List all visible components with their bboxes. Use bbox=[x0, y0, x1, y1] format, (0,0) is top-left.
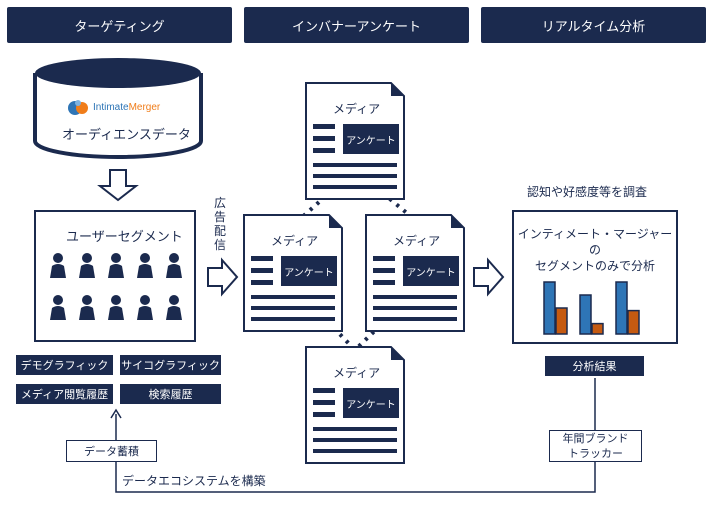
analysis-caption: 認知や好感度等を調査 bbox=[527, 185, 648, 199]
header-realtime-analysis: リアルタイム分析 bbox=[481, 7, 706, 43]
bar-blue-3 bbox=[615, 281, 628, 335]
person-icon bbox=[108, 253, 124, 278]
media-title: メディア bbox=[271, 234, 319, 248]
bar-blue-1 bbox=[543, 281, 556, 335]
header-targeting: ターゲティング bbox=[7, 7, 232, 43]
database-cylinder bbox=[33, 58, 203, 159]
audience-data-label: オーディエンスデータ bbox=[62, 128, 191, 143]
intimatemerger-logo-text: IntimateMerger bbox=[93, 102, 161, 113]
person-icon bbox=[137, 253, 153, 278]
media-doc-left: メディアアンケート bbox=[243, 214, 343, 332]
person-icon bbox=[79, 253, 95, 278]
data-accumulation-box: データ蓄積 bbox=[66, 440, 157, 462]
down-arrow-icon bbox=[97, 169, 139, 202]
analysis-bar-chart bbox=[543, 281, 640, 335]
survey-label: アンケート bbox=[281, 256, 337, 286]
person-icon bbox=[166, 253, 182, 278]
attribute-demographic: デモグラフィック bbox=[16, 355, 113, 375]
media-title: メディア bbox=[393, 234, 441, 248]
bar-orange-3 bbox=[627, 309, 640, 335]
person-icon bbox=[50, 295, 66, 320]
ecosystem-loop-line bbox=[115, 462, 596, 493]
intimatemerger-logo-icon bbox=[68, 100, 88, 115]
right-arrow-icon-2 bbox=[473, 257, 505, 297]
bar-orange-1 bbox=[555, 307, 568, 335]
user-segment-title: ユーザーセグメント bbox=[66, 230, 183, 245]
attribute-psychographic: サイコグラフィック bbox=[120, 355, 221, 375]
media-title: メディア bbox=[333, 366, 381, 380]
ad-delivery-label: 広告配信 bbox=[213, 196, 226, 252]
right-arrow-icon bbox=[207, 257, 239, 297]
person-icon bbox=[108, 295, 124, 320]
header-in-banner-survey: インバナーアンケート bbox=[244, 7, 469, 43]
brand-tracker-box: 年間ブランドトラッカー bbox=[549, 430, 642, 462]
media-doc-top: メディアアンケート bbox=[305, 82, 405, 200]
ecosystem-label: データエコシステムを構築 bbox=[122, 474, 266, 488]
attribute-media-browsing: メディア閲覧履歴 bbox=[16, 384, 113, 404]
bar-orange-2 bbox=[591, 322, 604, 335]
bar-blue-2 bbox=[579, 294, 592, 335]
person-icon bbox=[79, 295, 95, 320]
survey-label: アンケート bbox=[343, 388, 399, 418]
people-icons bbox=[50, 253, 182, 320]
person-icon bbox=[137, 295, 153, 320]
analysis-box bbox=[512, 210, 678, 344]
person-icon bbox=[50, 253, 66, 278]
analysis-result-box: 分析結果 bbox=[545, 356, 644, 376]
person-icon bbox=[166, 295, 182, 320]
media-doc-bottom: メディアアンケート bbox=[305, 346, 405, 464]
media-doc-right: メディアアンケート bbox=[365, 214, 465, 332]
up-arrow-head-icon bbox=[110, 408, 122, 419]
survey-label: アンケート bbox=[403, 256, 459, 286]
media-title: メディア bbox=[333, 102, 381, 116]
survey-label: アンケート bbox=[343, 124, 399, 154]
analysis-box-text: インティメート・マージャーの セグメントのみで分析 bbox=[517, 227, 673, 273]
attribute-search-history: 検索履歴 bbox=[120, 384, 221, 404]
